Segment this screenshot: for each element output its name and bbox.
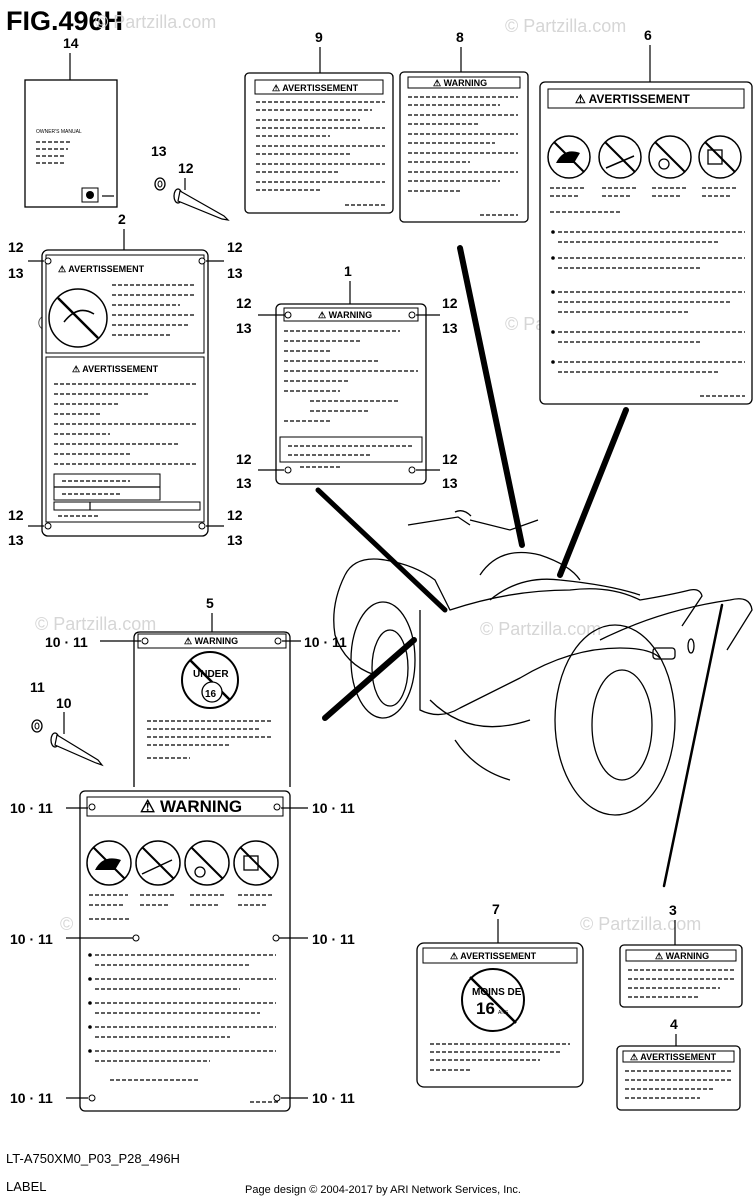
age-sign-under: UNDER: [193, 669, 229, 680]
svg-text:12: 12: [442, 451, 458, 467]
watermark: © Partzilla.com: [505, 16, 626, 36]
callout-4: 4: [670, 1016, 678, 1032]
figure-title: FIG.496H: [6, 6, 123, 36]
age-sign-moins-de: MOINS DE: [472, 987, 522, 998]
svg-text:13: 13: [8, 532, 24, 548]
part-5-label[interactable]: 5 ⚠ WARNING UNDER 16: [133, 595, 291, 787]
part-2-callouts: 12 13 12 13 12 13 12 13: [8, 239, 243, 548]
callout-8: 8: [456, 29, 464, 45]
part-10-11-hardware[interactable]: 11 10: [30, 679, 104, 767]
part-2-label[interactable]: 2 ⚠ AVERTISSEMENT ⚠ AVERTISSEMENT: [41, 211, 209, 537]
svg-text:12: 12: [8, 507, 24, 523]
svg-text:10 · 11: 10 · 11: [45, 634, 88, 650]
figure-code: LT-A750XM0_P03_P28_496H: [6, 1151, 180, 1166]
atv-vehicle-outline: [333, 510, 753, 816]
callout-11: 11: [30, 679, 45, 695]
svg-text:13: 13: [442, 475, 458, 491]
label-1-heading: ⚠ WARNING: [318, 310, 372, 320]
svg-text:12: 12: [442, 295, 458, 311]
svg-text:10 · 11: 10 · 11: [10, 800, 53, 816]
page-credit: Page design © 2004-2017 by ARI Network S…: [245, 1184, 521, 1196]
svg-text:12: 12: [227, 507, 243, 523]
part-5-lower-warning-label[interactable]: ⚠ WARNING: [79, 790, 291, 1112]
part-1-label[interactable]: 1 ⚠ WARNING: [275, 263, 427, 485]
svg-text:10 · 11: 10 · 11: [312, 1090, 355, 1106]
label-4-heading: ⚠ AVERTISSEMENT: [630, 1052, 717, 1062]
svg-text:10 · 11: 10 · 11: [312, 931, 355, 947]
watermark: © Partzilla.com: [95, 12, 216, 32]
label-7-heading: ⚠ AVERTISSEMENT: [450, 951, 537, 961]
svg-text:13: 13: [236, 320, 252, 336]
svg-text:12: 12: [227, 239, 243, 255]
age-sign-16-fr: 16: [476, 999, 495, 1018]
svg-text:10 · 11: 10 · 11: [10, 931, 53, 947]
svg-text:12: 12: [8, 239, 24, 255]
svg-text:12: 12: [236, 295, 252, 311]
svg-text:10 · 11: 10 · 11: [312, 800, 355, 816]
callout-5: 5: [206, 595, 214, 611]
watermark: © Partzilla.com: [35, 614, 156, 634]
age-sign-16: 16: [205, 689, 217, 700]
callout-1: 1: [344, 263, 352, 279]
label-9-heading: ⚠ AVERTISSEMENT: [272, 83, 359, 93]
label-6-heading: ⚠ AVERTISSEMENT: [575, 92, 690, 106]
part-14-owners-manual[interactable]: 14 OWNER'S MANUAL: [24, 35, 118, 208]
part-6-label[interactable]: 6 ⚠ AVERTISSEMENT: [539, 27, 753, 405]
manual-title: OWNER'S MANUAL: [36, 129, 82, 135]
svg-text:13: 13: [227, 532, 243, 548]
label-5-lower-heading: ⚠ WARNING: [140, 797, 242, 816]
watermark: © Partzilla.com: [480, 619, 601, 639]
label-3-heading: ⚠ WARNING: [655, 951, 709, 961]
part-3-label[interactable]: 3 ⚠ WARNING: [619, 902, 743, 1008]
part-8-label[interactable]: 8 ⚠ WARNING: [399, 29, 529, 223]
svg-text:13: 13: [236, 475, 252, 491]
svg-text:13: 13: [227, 265, 243, 281]
svg-text:10 · 11: 10 · 11: [304, 634, 347, 650]
callout-9: 9: [315, 29, 323, 45]
label-2-heading-2: ⚠ AVERTISSEMENT: [72, 364, 159, 374]
callout-2: 2: [118, 211, 126, 227]
watermark: © Partzilla.com: [580, 914, 701, 934]
svg-text:10 · 11: 10 · 11: [10, 1090, 53, 1106]
part-12-13-hardware-top[interactable]: 13 12: [151, 143, 230, 221]
part-9-label[interactable]: 9 ⚠ AVERTISSEMENT: [244, 29, 394, 214]
callout-10: 10: [56, 695, 72, 711]
age-sign-ans: ANS: [498, 1010, 509, 1016]
callout-3: 3: [669, 902, 677, 918]
prohibition-pictograms-lower: [86, 840, 279, 886]
leader-lines: [315, 245, 724, 888]
part-7-label[interactable]: 7 ⚠ AVERTISSEMENT MOINS DE 16 ANS: [416, 901, 584, 1088]
part-4-label[interactable]: 4 ⚠ AVERTISSEMENT: [616, 1016, 741, 1111]
label-8-heading: ⚠ WARNING: [433, 78, 487, 88]
callout-12: 12: [178, 160, 194, 176]
svg-text:12: 12: [236, 451, 252, 467]
prohibition-pictograms: [547, 135, 742, 179]
callout-13: 13: [151, 143, 167, 159]
label-5-heading: ⚠ WARNING: [184, 636, 238, 646]
callout-6: 6: [644, 27, 652, 43]
svg-text:13: 13: [442, 320, 458, 336]
part-1-callouts: 12 13 12 13 12 13 12 13: [236, 295, 458, 491]
callout-14: 14: [63, 35, 79, 51]
callout-7: 7: [492, 901, 500, 917]
svg-text:13: 13: [8, 265, 24, 281]
label-2-heading-1: ⚠ AVERTISSEMENT: [58, 264, 145, 274]
figure-caption: LABEL: [6, 1179, 46, 1194]
callouts-10-11: 10 · 11 10 · 11 10 · 11 10 · 11 10 · 11 …: [10, 634, 355, 1106]
